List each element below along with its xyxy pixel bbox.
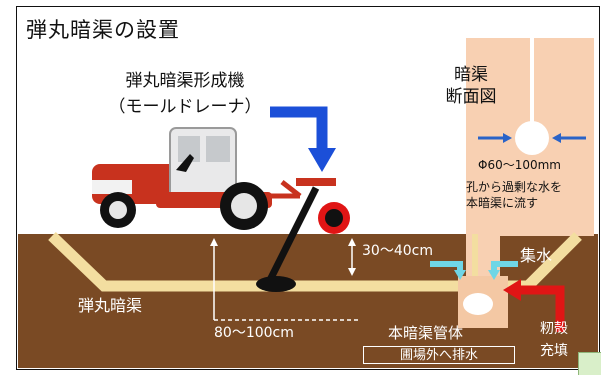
tractor <box>92 127 336 230</box>
section-title-line2: 断面図 <box>445 87 497 107</box>
machine-label-line2: （モールドレーナ） <box>108 97 262 117</box>
main-drain-pipe-label: 本暗渠管体 <box>388 324 464 342</box>
machine-label: 弾丸暗渠形成機 （モールドレーナ） <box>100 68 270 120</box>
blue-arrow <box>270 106 328 150</box>
outside-drain-label: 圃場外へ排水 <box>363 346 515 364</box>
husk-arrow <box>518 285 565 332</box>
water-arrow-left <box>430 261 463 272</box>
section-arrowhead-right <box>552 133 561 143</box>
main-drain-pipe <box>463 293 493 315</box>
slit-light <box>472 234 478 290</box>
water-arrowhead-left <box>454 270 466 280</box>
depth-deep-label: 80～100cm <box>214 325 294 341</box>
husk-label-line2: 充填 <box>540 343 568 359</box>
page-title: 弾丸暗渠の設置 <box>26 18 180 42</box>
depth-shallow-label: 30～40cm <box>362 243 433 259</box>
section-arrowhead-left <box>503 133 512 143</box>
section-title: 暗渠 断面図 <box>436 64 506 108</box>
plow-shank <box>266 186 320 282</box>
section-note-line2: 本暗渠に流す <box>466 196 539 210</box>
corner-widget <box>578 352 601 375</box>
water-collection-label: 集水 <box>520 246 553 265</box>
diameter-label: Φ60～100mm <box>478 158 561 172</box>
bullet-drain-label: 弾丸暗渠 <box>78 296 143 315</box>
bullet-drain-channel <box>48 232 465 292</box>
section-title-line1: 暗渠 <box>454 65 488 85</box>
machine-label-line1: 弾丸暗渠形成機 <box>125 71 245 91</box>
water-arrowhead-right <box>488 270 500 280</box>
section-note-line1: 孔から過剰な水を <box>466 180 563 194</box>
husk-label-line1: 籾殻 <box>540 321 568 337</box>
blue-arrowhead <box>308 148 336 172</box>
bullet-head <box>256 276 296 292</box>
water-arrow-right <box>491 261 518 272</box>
husk-arrowhead <box>503 279 521 301</box>
section-hole <box>515 121 549 155</box>
